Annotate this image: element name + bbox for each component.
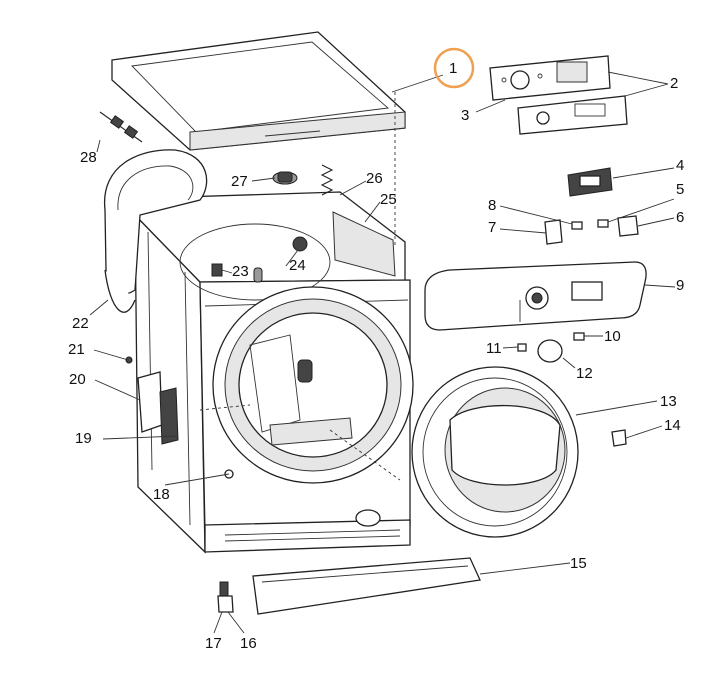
callout-label: 23: [232, 263, 249, 280]
callout-label: 24: [289, 257, 306, 274]
door-hinge-part: [611, 429, 627, 447]
callout-label: 18: [153, 486, 170, 503]
display-part: [567, 167, 613, 197]
callout-label: 3: [461, 107, 470, 124]
callout-label: 17: [205, 635, 222, 652]
callout-label: 1: [449, 60, 458, 77]
callout-label: 28: [80, 149, 97, 166]
callout-label: 9: [676, 277, 685, 294]
callout-label: 10: [604, 328, 621, 345]
knob-parts: [517, 332, 585, 363]
highlight-ring: [433, 47, 475, 89]
foot-part: [217, 581, 234, 613]
callout-label: 12: [576, 365, 593, 382]
callout-label: 16: [240, 635, 257, 652]
callout-label: 5: [676, 181, 685, 198]
callout-label: 11: [486, 340, 502, 357]
fixing-part: [211, 263, 223, 277]
callout-label: 26: [366, 170, 383, 187]
hook-part: [253, 236, 308, 283]
callout-label: 22: [72, 315, 89, 332]
hinge-parts: [125, 356, 234, 479]
callout-label: 20: [69, 371, 86, 388]
callout-label: 27: [231, 173, 248, 190]
top-cover-part: [111, 31, 406, 151]
small-button-parts: [544, 215, 639, 245]
leader-lines: [89, 71, 676, 634]
callout-label: 2: [670, 75, 679, 92]
callout-label: 6: [676, 209, 685, 226]
callout-label: 7: [488, 219, 497, 236]
control-panel-part: [424, 261, 647, 331]
callout-label: 25: [380, 191, 397, 208]
pulley-part: [272, 171, 298, 185]
spring-part: [320, 164, 334, 196]
callout-label: 14: [664, 417, 681, 434]
callout-label: 21: [68, 341, 85, 358]
callout-label: 8: [488, 197, 497, 214]
cabinet-body-part: [134, 92, 414, 554]
kickplate-part: [252, 557, 481, 615]
callout-label: 19: [75, 430, 92, 447]
rod-part: [99, 111, 143, 143]
door-part: [411, 366, 579, 538]
callout-label: 13: [660, 393, 677, 410]
callout-label: 4: [676, 157, 685, 174]
control-pcb-parts: [489, 55, 628, 135]
callout-label: 15: [570, 555, 587, 572]
gasket-ring-part: [104, 149, 208, 313]
